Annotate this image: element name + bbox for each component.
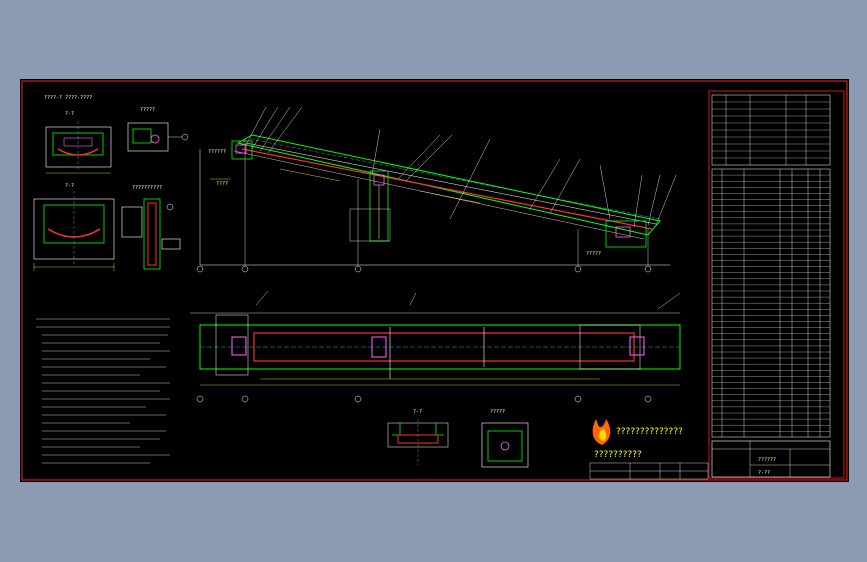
section-label-c: ????? [140, 107, 155, 113]
company-logo: ?????????????? ?????????? [592, 419, 683, 460]
drawing-border [21, 80, 848, 481]
section-view-f: ????? [481, 409, 529, 468]
cad-drawing-sheet: ????-? ????-???? ?-? ?-? ????? ?????????… [20, 79, 849, 482]
bill-of-materials [711, 94, 831, 438]
elevation-dim-1: ?????? [208, 149, 226, 155]
section-view-b: ?-? [33, 183, 115, 271]
section-label-a: ?-? [65, 111, 74, 117]
elevation-dim-2: ???? [216, 181, 228, 187]
section-view-a: ?-? [45, 111, 112, 174]
bom-frame [708, 90, 845, 479]
elevation-dim-3: ????? [586, 251, 601, 257]
plan-view [190, 290, 681, 403]
section-label-d: ?????????? [132, 185, 162, 191]
logo-text-1: ?????????????? [616, 427, 683, 437]
technical-notes [36, 318, 170, 464]
revision-strip [589, 462, 709, 480]
detail-view-d: ?????????? [121, 185, 181, 270]
sheet-top-label: ????-? ????-???? [44, 95, 92, 101]
section-label-e: ?-? [413, 409, 422, 415]
section-label-b: ?-? [65, 183, 74, 189]
title-block: ?????? ?-?? [711, 440, 831, 478]
detail-view-c: ????? [127, 107, 189, 152]
logo-text-2: ?????????? [594, 450, 642, 460]
title-block-sub: ?-?? [758, 470, 770, 476]
elevation-view: ?????? ???? ????? [196, 106, 677, 273]
title-block-name: ?????? [758, 457, 776, 463]
section-view-e: ?-? [387, 409, 449, 465]
drawing-canvas: ????-? ????-???? ?-? ?-? ????? ?????????… [21, 80, 848, 481]
section-label-f: ????? [490, 409, 505, 415]
